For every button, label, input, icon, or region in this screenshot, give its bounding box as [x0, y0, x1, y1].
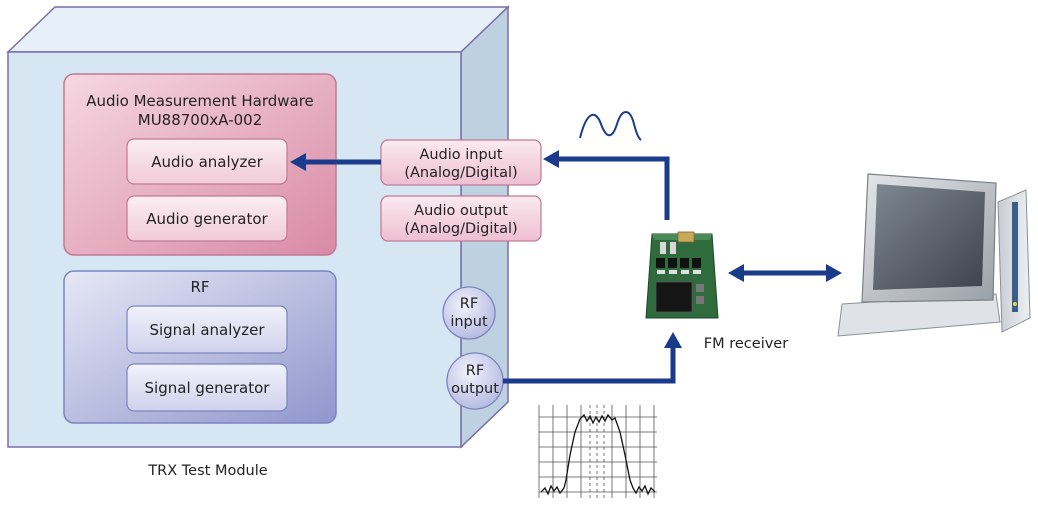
- signal-generator-box: Signal generator: [126, 363, 288, 412]
- fm-receiver-label: FM receiver: [704, 336, 788, 352]
- rf-output-sublabel: output: [451, 381, 499, 397]
- pc-screen: [873, 184, 985, 290]
- rf-input-port: RF input: [442, 286, 496, 340]
- signal-arrows: [290, 150, 842, 384]
- signal-generator-label: Signal generator: [145, 379, 271, 397]
- rf-input-label: RF: [460, 296, 478, 312]
- audio-output-label: Audio output: [414, 203, 508, 219]
- audio-generator-label: Audio generator: [146, 210, 268, 228]
- audio-output-port: Audio output (Analog/Digital): [380, 195, 542, 242]
- arrowhead-left: [728, 264, 744, 282]
- spectrum-plot-icon: [538, 405, 657, 498]
- audio-hw-model: MU88700xA-002: [138, 111, 263, 129]
- pc-tower-stripe: [1012, 202, 1018, 312]
- rf-output-to-receiver-arrow: [503, 346, 676, 384]
- rf-input-sublabel: input: [450, 314, 488, 330]
- audio-input-port: Audio input (Analog/Digital): [380, 139, 542, 186]
- audio-input-label: Audio input: [419, 147, 502, 163]
- module-caption: TRX Test Module: [147, 463, 267, 479]
- signal-analyzer-box: Signal analyzer: [126, 305, 288, 354]
- audio-output-sublabel: (Analog/Digital): [404, 221, 517, 237]
- rf-title: RF: [190, 278, 209, 296]
- audio-generator-box: Audio generator: [126, 195, 288, 242]
- arrowhead-analyzer: [290, 153, 306, 171]
- fm-receiver-board-icon: [645, 231, 719, 319]
- arrowhead-receiver: [664, 332, 682, 348]
- audio-analyzer-box: Audio analyzer: [126, 138, 288, 185]
- rf-output-port: RF output: [446, 352, 504, 410]
- arrowhead-audio-input: [543, 150, 559, 168]
- desktop-pc-icon: [837, 173, 1031, 337]
- arrowhead-right: [826, 264, 842, 282]
- rf-output-label: RF: [466, 363, 484, 379]
- signal-analyzer-label: Signal analyzer: [149, 321, 265, 339]
- rf-block: RF Signal analyzer Signal generator: [63, 270, 337, 424]
- audio-input-sublabel: (Analog/Digital): [404, 165, 517, 181]
- sine-wave-icon: [579, 111, 642, 141]
- audio-analyzer-label: Audio analyzer: [151, 153, 263, 171]
- audio-measurement-block: Audio Measurement Hardware MU88700xA-002…: [63, 73, 337, 256]
- module-top-face: [6, 6, 510, 53]
- receiver-to-audio-input-arrow: [557, 156, 670, 220]
- audio-hw-title: Audio Measurement Hardware: [86, 92, 314, 110]
- pc-power-led: [1013, 302, 1017, 306]
